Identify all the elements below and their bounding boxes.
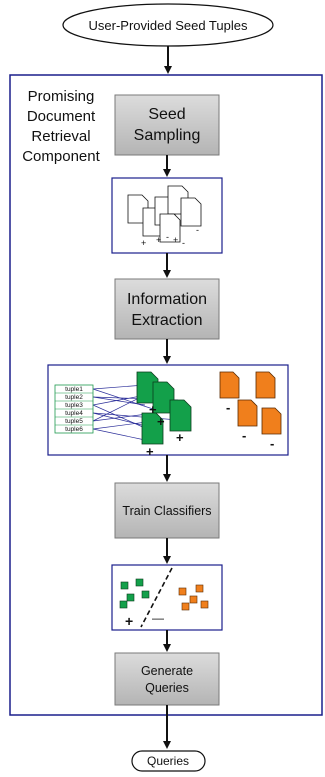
classifier-negative-mark: — bbox=[152, 611, 164, 625]
extraction-positive-mark: + bbox=[149, 402, 157, 417]
step-generate-line2: Queries bbox=[145, 681, 189, 695]
decision-boundary bbox=[140, 567, 173, 628]
step-generate-queries: Generate Queries bbox=[114, 652, 220, 706]
component-label-line3: Retrieval bbox=[31, 128, 90, 145]
extraction-negative-mark: - bbox=[242, 428, 246, 443]
extraction-panel: tuple1 tuple2 tuple3 tuple4 tuple5 tuple… bbox=[47, 364, 289, 459]
positive-sample-squares bbox=[119, 578, 150, 609]
negative-sample-squares bbox=[178, 584, 209, 611]
classifier-panel: + — bbox=[111, 564, 223, 631]
sampled-doc-mark: - bbox=[182, 238, 185, 248]
tuple-item: tuple5 bbox=[65, 418, 83, 425]
tuple-item: tuple2 bbox=[65, 394, 83, 401]
output-node: Queries bbox=[131, 750, 206, 772]
component-label-line4: Component bbox=[22, 148, 100, 165]
step-train-classifiers: Train Classifiers bbox=[114, 482, 220, 539]
extraction-negative-mark: - bbox=[226, 400, 230, 415]
positive-document-icon bbox=[136, 371, 192, 445]
step-seed-sampling-line1: Seed bbox=[148, 106, 185, 123]
output-label: Queries bbox=[147, 754, 189, 768]
step-extraction-line2: Extraction bbox=[131, 312, 202, 329]
classifier-positive-mark: + bbox=[125, 613, 133, 629]
extraction-positive-mark: + bbox=[157, 414, 165, 429]
tuple-item: tuple3 bbox=[65, 402, 83, 409]
sampled-doc-mark: + bbox=[173, 235, 178, 245]
tuple-item: tuple6 bbox=[65, 426, 83, 433]
sampled-doc-mark: + bbox=[156, 235, 161, 245]
tuple-list: tuple1 tuple2 tuple3 tuple4 tuple5 tuple… bbox=[54, 384, 94, 434]
extraction-negative-mark: - bbox=[270, 436, 274, 451]
tuple-item: tuple1 bbox=[65, 386, 83, 393]
step-information-extraction: Information Extraction bbox=[114, 278, 220, 340]
component-label-line1: Promising bbox=[28, 88, 95, 105]
input-label: User-Provided Seed Tuples bbox=[89, 18, 248, 33]
component-label: Promising Document Retrieval Component bbox=[22, 88, 100, 165]
tuple-item: tuple4 bbox=[65, 410, 83, 417]
step-generate-line1: Generate bbox=[141, 664, 193, 678]
input-node: User-Provided Seed Tuples bbox=[62, 3, 274, 47]
component-label-line2: Document bbox=[27, 108, 96, 125]
extraction-positive-mark: + bbox=[176, 430, 184, 445]
sampled-doc-mark: + bbox=[141, 238, 146, 248]
step-seed-sampling: Seed Sampling bbox=[114, 94, 220, 156]
negative-document-icon bbox=[219, 371, 282, 435]
step-extraction-line1: Information bbox=[127, 291, 207, 308]
sampled-doc-mark: - bbox=[196, 225, 199, 235]
sampled-doc-mark: - bbox=[166, 232, 169, 242]
step-train-line1: Train Classifiers bbox=[122, 504, 211, 518]
step-seed-sampling-line2: Sampling bbox=[134, 127, 201, 144]
document-icon bbox=[127, 185, 202, 243]
extraction-positive-mark: + bbox=[146, 444, 154, 459]
sampled-documents-panel: + + - + - - bbox=[111, 177, 223, 254]
